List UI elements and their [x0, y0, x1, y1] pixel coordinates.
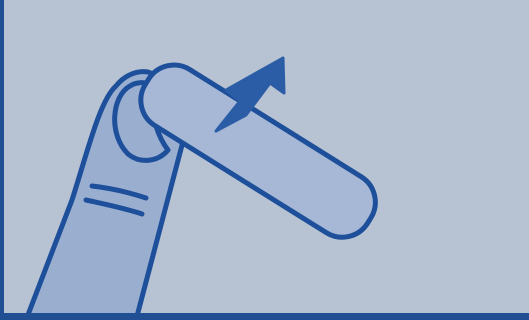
frame-bottom-edge [0, 313, 529, 320]
frame-left-edge [0, 0, 4, 320]
